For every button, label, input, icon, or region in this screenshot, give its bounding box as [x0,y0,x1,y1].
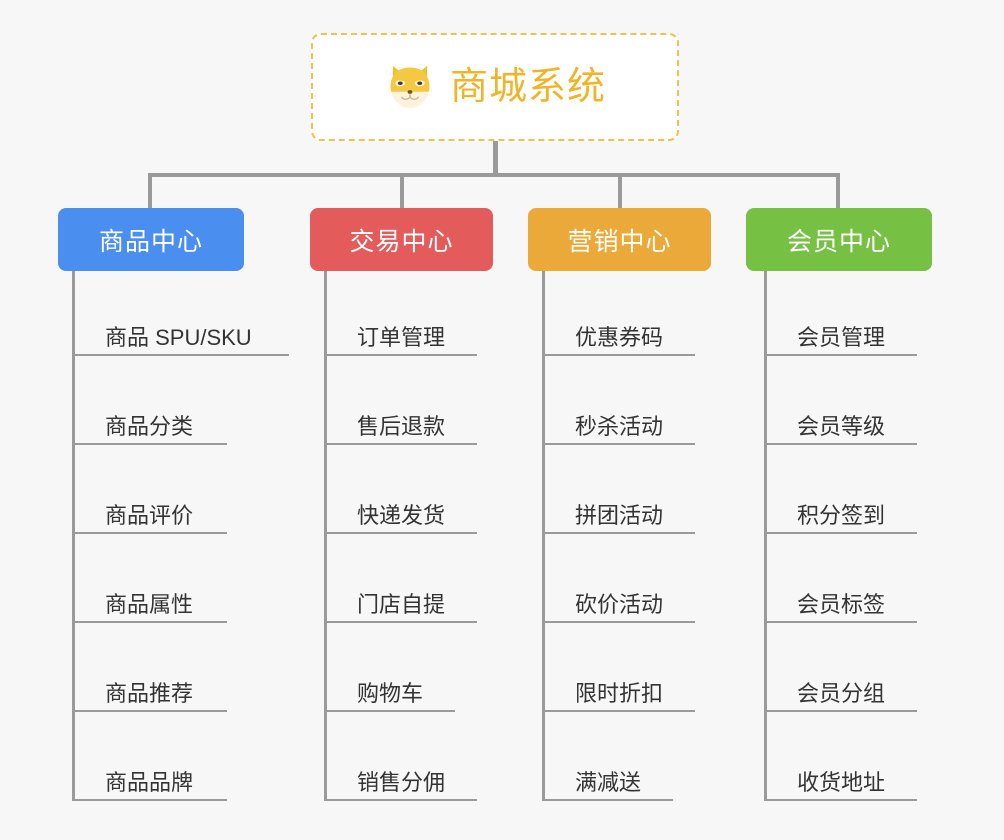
leaf-underline [72,532,227,534]
leaf-underline [324,799,477,801]
leaf-underline [72,443,227,445]
leaf-label: 会员分组 [797,681,886,706]
leaf-item[interactable]: 会员等级 [764,356,917,445]
leaf-label: 商品推荐 [105,681,194,706]
leaf-item[interactable]: 快递发货 [324,445,477,534]
connector-drop-1 [148,173,152,209]
leaf-label: 商品评价 [105,503,194,528]
branch-spine-1 [72,271,75,801]
leaf-underline [764,710,917,712]
branch-title-1: 商品中心 [98,227,203,256]
leaf-label: 会员等级 [797,414,886,439]
leaf-label: 快递发货 [357,503,446,528]
leaf-label: 限时折扣 [575,681,664,706]
leaf-label: 售后退款 [357,414,446,439]
leaf-label: 订单管理 [357,325,446,350]
connector-root-stem [493,141,498,176]
leaf-item[interactable]: 售后退款 [324,356,477,445]
leaf-underline [72,710,227,712]
leaf-label: 满减送 [575,770,642,795]
branch-spine-4 [764,271,767,801]
leaf-item[interactable]: 会员分组 [764,623,917,712]
leaf-underline [764,443,917,445]
leaf-item[interactable]: 会员标签 [764,534,917,623]
branch-header-2[interactable]: 交易中心 [310,208,493,271]
leaf-underline [542,532,695,534]
leaf-underline [764,799,917,801]
leaf-item[interactable]: 商品 SPU/SKU [72,267,289,356]
leaf-label: 门店自提 [357,592,446,617]
leaf-item[interactable]: 砍价活动 [542,534,695,623]
leaf-item[interactable]: 商品品牌 [72,712,227,801]
connector-drop-4 [836,173,840,209]
leaf-item[interactable]: 门店自提 [324,534,477,623]
leaf-label: 商品 SPU/SKU [105,325,252,350]
leaf-item[interactable]: 销售分佣 [324,712,477,801]
leaf-item[interactable]: 购物车 [324,623,455,712]
leaf-label: 商品分类 [105,414,194,439]
leaf-item[interactable]: 会员管理 [764,267,917,356]
leaf-label: 商品品牌 [105,770,194,795]
leaf-item[interactable]: 商品评价 [72,445,227,534]
leaf-underline [542,354,695,356]
leaf-underline [72,621,227,623]
connector-drop-2 [400,173,404,209]
leaf-underline [72,354,289,356]
leaf-underline [764,354,917,356]
branch-title-3: 营销中心 [567,227,672,256]
branch-title-2: 交易中心 [349,227,454,256]
leaf-item[interactable]: 秒杀活动 [542,356,695,445]
leaf-item[interactable]: 积分签到 [764,445,917,534]
leaf-underline [72,799,227,801]
leaf-underline [764,532,917,534]
connector-drop-3 [618,173,622,209]
leaf-underline [324,443,477,445]
leaf-item[interactable]: 订单管理 [324,267,477,356]
leaf-label: 会员管理 [797,325,886,350]
root-node-shop-system[interactable]: 商城系统 [311,33,679,141]
leaf-label: 收货地址 [797,770,886,795]
leaf-underline [542,443,695,445]
branch-spine-3 [542,271,545,801]
leaf-label: 销售分佣 [357,770,446,795]
shiba-dog-face-icon [390,65,430,109]
leaf-underline [324,621,477,623]
leaf-item[interactable]: 满减送 [542,712,673,801]
branch-header-4[interactable]: 会员中心 [746,208,932,271]
leaf-label: 积分签到 [797,503,886,528]
leaf-label: 商品属性 [105,592,194,617]
leaf-item[interactable]: 商品分类 [72,356,227,445]
connector-horizontal-bar [148,173,840,177]
leaf-item[interactable]: 收货地址 [764,712,917,801]
branch-header-3[interactable]: 营销中心 [528,208,711,271]
leaf-label: 会员标签 [797,592,886,617]
leaf-label: 秒杀活动 [575,414,664,439]
root-node-title: 商城系统 [449,66,606,108]
leaf-item[interactable]: 商品属性 [72,534,227,623]
leaf-label: 购物车 [357,681,424,706]
leaf-item[interactable]: 商品推荐 [72,623,227,712]
branch-spine-2 [324,271,327,801]
leaf-item[interactable]: 拼团活动 [542,445,695,534]
leaf-item[interactable]: 限时折扣 [542,623,695,712]
leaf-label: 拼团活动 [575,503,664,528]
leaf-underline [542,710,695,712]
leaf-underline [324,532,477,534]
leaf-label: 优惠券码 [575,325,664,350]
leaf-underline [324,710,455,712]
leaf-underline [324,354,477,356]
branch-header-1[interactable]: 商品中心 [58,208,244,271]
leaf-label: 砍价活动 [575,592,664,617]
branch-title-4: 会员中心 [786,227,891,256]
leaf-item[interactable]: 优惠券码 [542,267,695,356]
leaf-underline [542,621,695,623]
leaf-underline [542,799,673,801]
leaf-underline [764,621,917,623]
